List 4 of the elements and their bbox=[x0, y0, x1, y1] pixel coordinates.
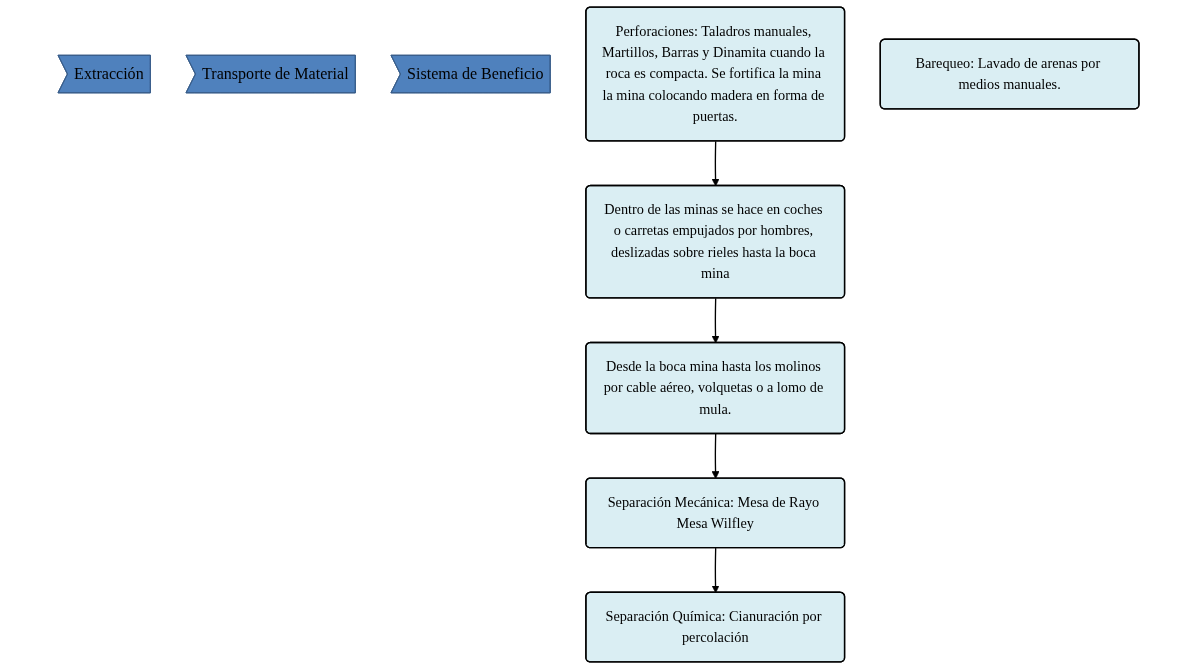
arrow bbox=[711, 140, 720, 187]
arrow bbox=[711, 547, 720, 594]
arrow bbox=[711, 433, 720, 479]
arrow bbox=[711, 297, 720, 344]
